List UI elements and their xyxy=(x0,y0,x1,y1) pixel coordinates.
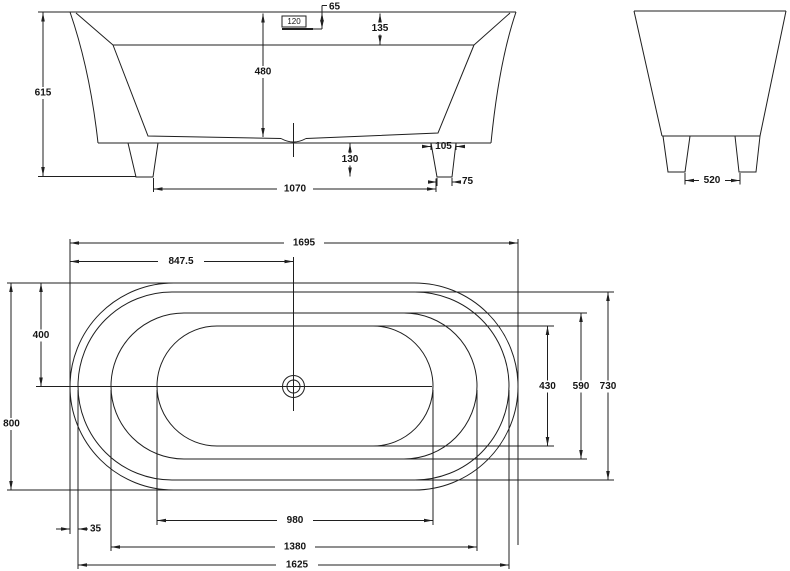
front-right-foot xyxy=(430,142,457,178)
dim-overall-length: 1695 xyxy=(293,238,316,249)
side-right-foot xyxy=(734,135,761,173)
front-elevation-view: 120 65 135 480 615 130 105 75 xyxy=(32,2,517,195)
front-right-rim-bevel xyxy=(473,12,511,46)
dim-mid-width: 590 xyxy=(573,381,590,392)
front-right-inner-wall xyxy=(305,44,475,139)
dim-underside-clearance: 130 xyxy=(342,154,359,165)
dim-base-width: 430 xyxy=(539,381,556,392)
side-left-wall xyxy=(633,10,663,137)
front-left-foot xyxy=(127,142,159,178)
side-right-wall xyxy=(759,10,787,137)
dim-half-width: 400 xyxy=(33,330,50,341)
overflow-detail-box xyxy=(281,15,307,28)
side-elevation-view: 520 xyxy=(633,10,787,187)
dim-overall-width: 800 xyxy=(3,419,20,430)
front-left-outer-wall xyxy=(69,11,99,144)
dim-overall-height: 615 xyxy=(35,88,52,99)
dim-overflow-top-offset: 65 xyxy=(329,2,341,13)
plan-view: 1695 847.5 400 800 35 980 1380 1625 430 xyxy=(1,237,620,571)
drain-inner-circle xyxy=(286,379,301,394)
dim-overflow-width: 120 xyxy=(287,17,301,26)
dim-foot-bottom-width: 75 xyxy=(462,176,474,187)
front-left-rim-bevel xyxy=(75,12,114,46)
dim-base-length: 980 xyxy=(287,515,304,526)
dim-drain-center-offset: 847.5 xyxy=(168,256,193,267)
dim-mid-length: 1380 xyxy=(284,542,307,553)
dim-rim-depth: 135 xyxy=(372,23,389,34)
dim-rim-flange-width: 35 xyxy=(90,524,102,535)
drain-outer-circle xyxy=(282,375,305,398)
dim-foot-top-width: 105 xyxy=(435,141,452,152)
dim-opening-width: 730 xyxy=(600,381,617,392)
dim-inner-depth: 480 xyxy=(255,67,272,78)
front-left-inner-wall xyxy=(112,44,282,139)
dim-feet-distance-side: 520 xyxy=(704,175,721,186)
front-right-outer-wall xyxy=(490,11,517,144)
dim-feet-distance-front: 1070 xyxy=(284,184,307,195)
side-left-foot xyxy=(662,135,691,173)
dim-opening-length: 1625 xyxy=(286,560,309,571)
